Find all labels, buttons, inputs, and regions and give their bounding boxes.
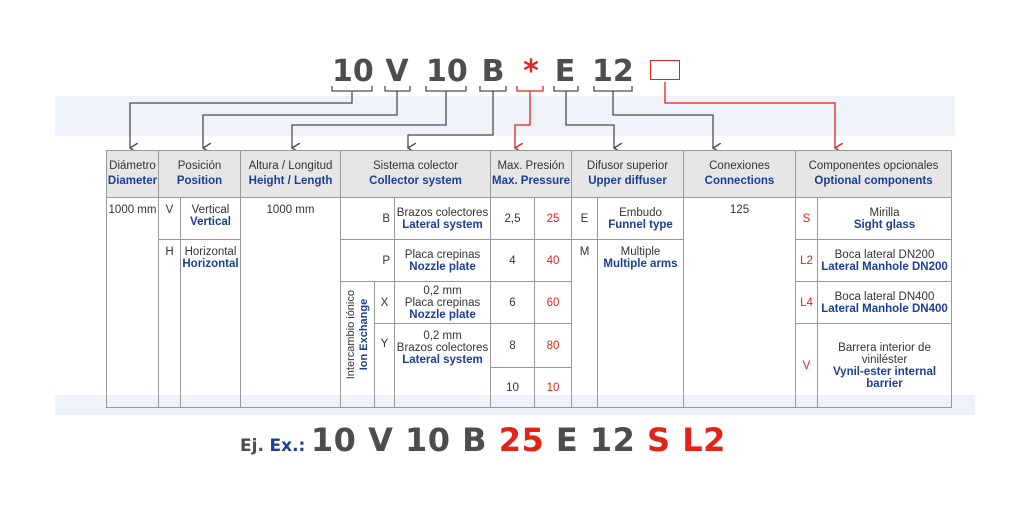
example-code: 10 V 10 B 25 E 12 S L2	[310, 421, 726, 459]
diffuser-code-e: E	[571, 197, 598, 240]
table-row: 10 10	[107, 367, 952, 408]
pressure-value-1: 2,5	[490, 197, 535, 240]
collector-code-y: Y	[374, 323, 395, 408]
example-option-2: L2	[682, 421, 726, 459]
pressure-code-5: 10	[534, 367, 572, 408]
code-diameter: 10	[332, 54, 374, 89]
code-collector: B	[481, 54, 505, 89]
height-value: 1000 mm	[240, 197, 341, 408]
pressure-code-4: 80	[534, 323, 572, 368]
example-label-es: Ej.	[240, 436, 264, 456]
code-position: V	[385, 54, 409, 89]
position-code-h: H	[158, 239, 181, 408]
example-pressure: 25	[498, 421, 545, 459]
collector-code-p: P	[340, 239, 395, 282]
connections-value: 125	[683, 197, 796, 408]
option-code-l2: L2	[795, 239, 818, 282]
option-code-l4: L4	[795, 281, 818, 324]
code-connection: 12	[592, 54, 634, 89]
diameter-value: 1000 mm	[106, 197, 159, 408]
collector-code-b: B	[340, 197, 395, 240]
pressure-value-3: 6	[490, 281, 535, 324]
diffuser-code-m: M	[571, 239, 598, 408]
example-option-1: S	[647, 421, 671, 459]
pressure-code-2: 40	[534, 239, 572, 282]
pressure-value-5: 10	[490, 367, 535, 408]
example-label-en: Ex.:	[269, 436, 306, 456]
position-code-v: V	[158, 197, 181, 240]
example-line: Ej. Ex.: 10 V 10 B 25 E 12 S L2	[240, 418, 726, 462]
code-pressure-wildcard: *	[523, 54, 539, 89]
pressure-value-4: 8	[490, 323, 535, 368]
pressure-code-1: 25	[534, 197, 572, 240]
code-diffuser: E	[554, 54, 576, 89]
pressure-value-2: 4	[490, 239, 535, 282]
option-code-v: V	[795, 323, 818, 408]
collector-code-x: X	[374, 281, 395, 324]
code-optional-box	[650, 60, 680, 80]
pressure-code-3: 60	[534, 281, 572, 324]
code-height: 10	[426, 54, 468, 89]
option-code-s: S	[795, 197, 818, 240]
